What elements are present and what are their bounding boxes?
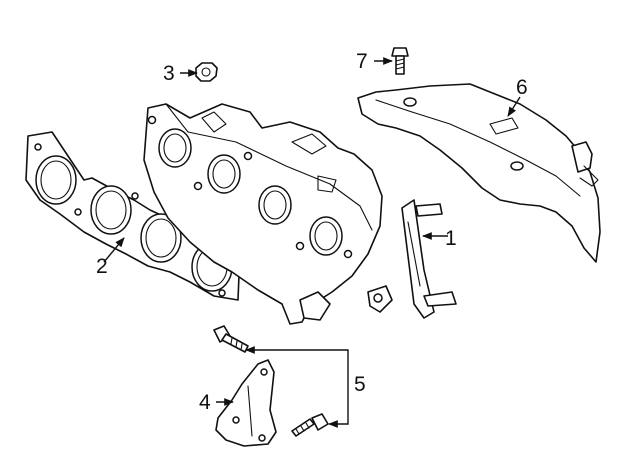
stud-bolt xyxy=(391,47,409,75)
nut xyxy=(195,62,218,82)
callout-5: 5 xyxy=(354,373,366,396)
leader-lines xyxy=(103,57,521,428)
manifold-gasket xyxy=(25,131,241,301)
callout-3: 3 xyxy=(163,62,175,85)
callout-1: 1 xyxy=(445,227,457,250)
manifold-support-bracket xyxy=(401,199,457,319)
heat-shield xyxy=(357,83,601,263)
bolt-upper xyxy=(213,325,249,353)
bolt-lower xyxy=(291,413,329,437)
exhaust-manifold xyxy=(143,103,393,325)
manifold-bracket xyxy=(215,359,277,447)
callout-2: 2 xyxy=(96,255,108,278)
callout-6: 6 xyxy=(516,76,528,99)
callout-7: 7 xyxy=(356,50,368,73)
callout-4: 4 xyxy=(199,391,211,414)
